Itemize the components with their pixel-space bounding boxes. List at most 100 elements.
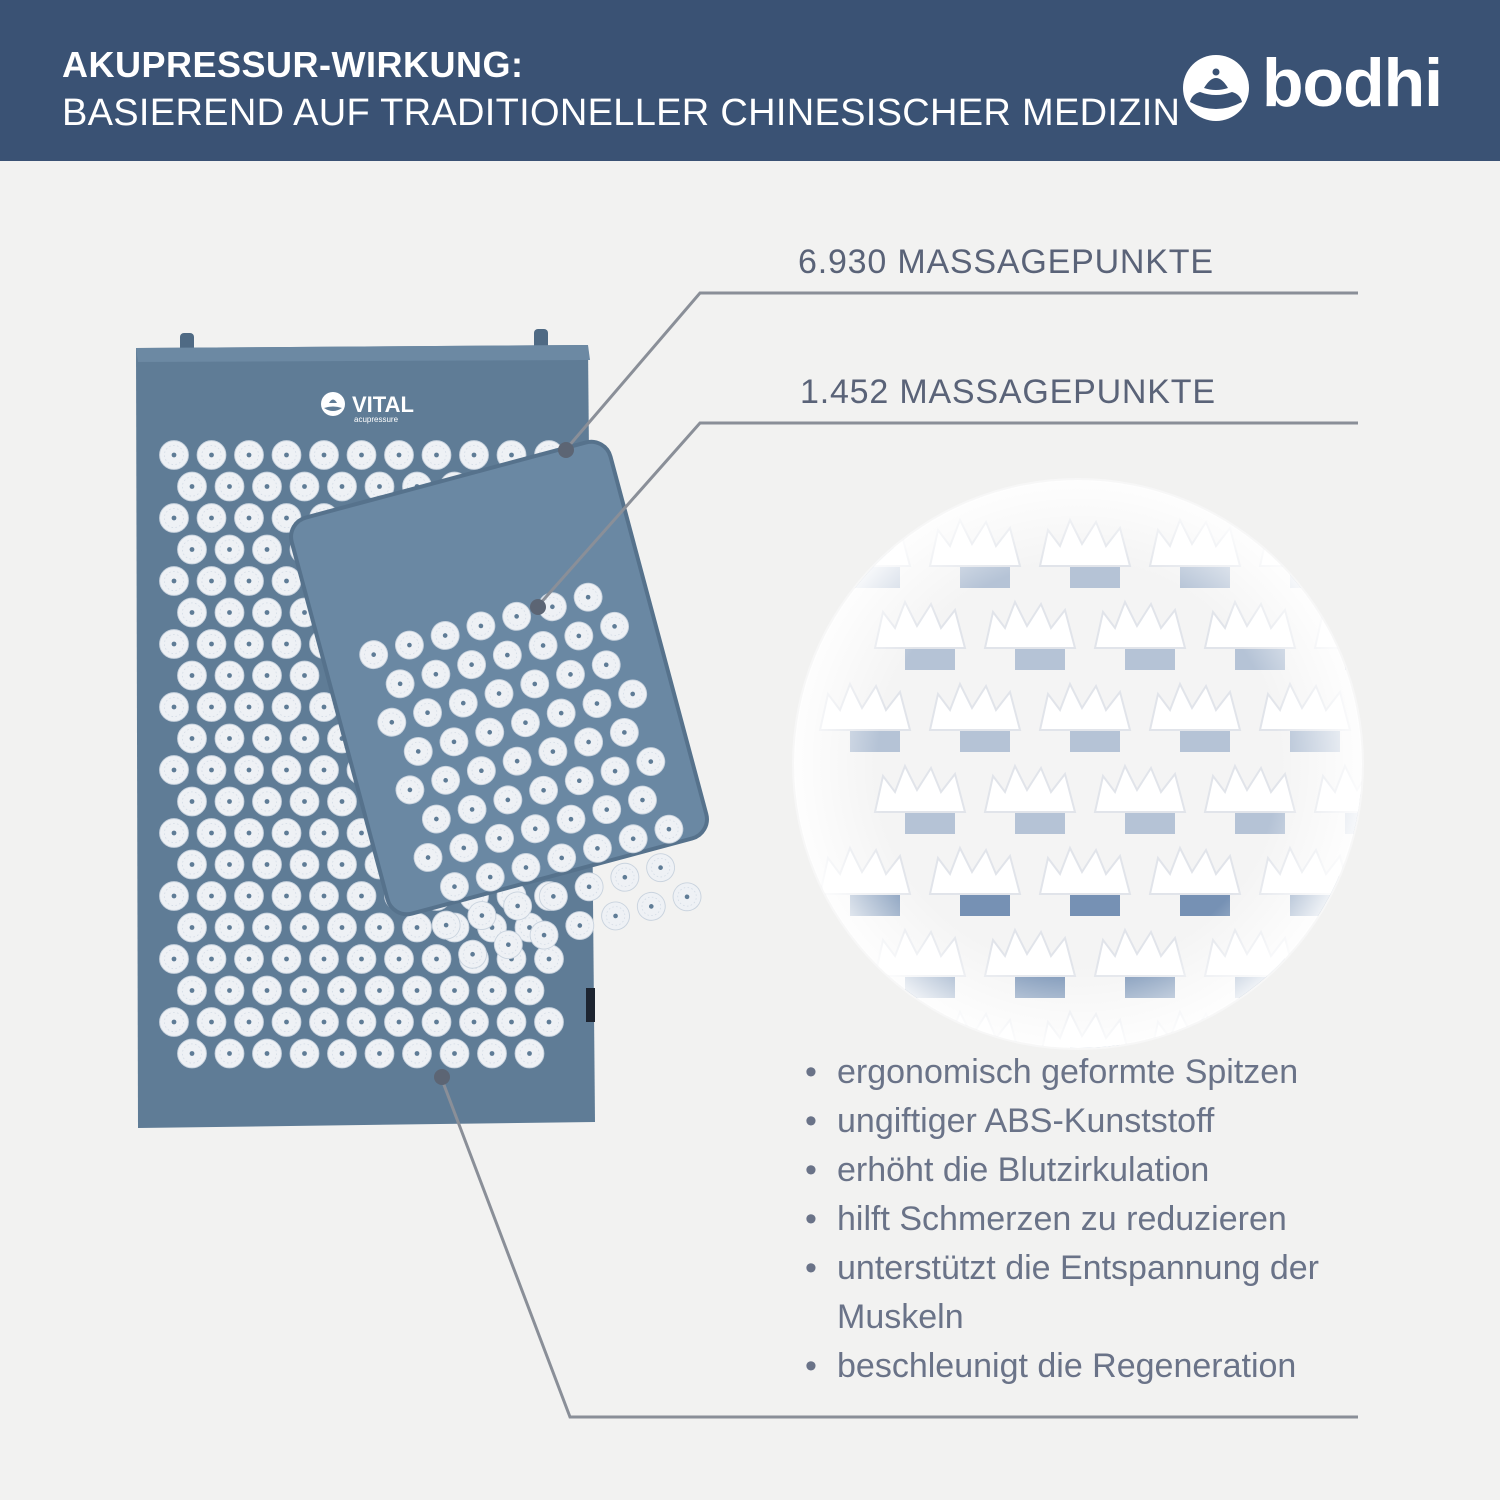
mat-spike <box>309 755 339 785</box>
mat-spike <box>271 566 302 596</box>
mat-spike <box>252 660 282 691</box>
mat-spike <box>159 503 189 533</box>
mat-spike <box>402 912 432 943</box>
pillow-spike <box>669 879 705 915</box>
closeup-spike <box>1370 1012 1460 1058</box>
mat-spike <box>534 944 564 974</box>
mat-spike <box>271 818 302 848</box>
mat-spike <box>459 1007 489 1037</box>
mat-spike <box>177 786 207 817</box>
mat-spike <box>196 566 227 596</box>
spike-closeup <box>792 478 1500 1080</box>
mat-spike <box>271 1007 302 1037</box>
header-bar: AKUPRESSUR-WIRKUNG: BASIEREND AUF TRADIT… <box>0 0 1500 161</box>
mat-spike <box>159 692 189 722</box>
mat-spike <box>159 755 189 785</box>
mat-spike <box>439 975 470 1006</box>
mat-spike <box>327 975 357 1006</box>
mat-spike <box>309 944 339 974</box>
mat-spike <box>364 975 395 1006</box>
mat-spike <box>252 723 282 754</box>
mat-spike <box>177 597 207 628</box>
mat-spike <box>346 440 377 470</box>
mat-spike <box>159 1007 189 1037</box>
page-subtitle: BASIEREND AUF TRADITIONELLER CHINESISCHE… <box>62 92 1181 134</box>
mat-spike <box>214 849 245 880</box>
mat-spike <box>496 1007 527 1037</box>
vital-logo: VITAL acupressure <box>321 392 414 424</box>
mat-spike <box>196 692 227 722</box>
mat-spike <box>309 1007 339 1037</box>
feature-item: ungiftiger ABS-Kunststoff <box>805 1097 1365 1146</box>
mat-spike <box>384 1007 414 1037</box>
mat-spike <box>327 786 357 817</box>
mat-spike <box>234 818 264 848</box>
feature-item: ergonomisch geformte Spitzen <box>805 1048 1365 1097</box>
mat-spike <box>214 597 245 628</box>
mat-spike <box>252 597 282 628</box>
mat-spike <box>384 944 414 974</box>
vital-logo-icon <box>321 392 345 416</box>
mat-spike <box>252 534 282 565</box>
mat-spike <box>196 944 227 974</box>
mat-spike <box>159 566 189 596</box>
mat-spike <box>439 1038 470 1069</box>
mat-spike <box>177 975 207 1006</box>
bodhi-logo-icon <box>1183 55 1249 121</box>
mat-spike <box>309 818 339 848</box>
mat-spike <box>177 849 207 880</box>
closeup-spike <box>1480 848 1500 894</box>
callout-line-mat <box>566 291 1358 448</box>
mat-spike <box>477 1038 507 1069</box>
closeup-fabric-patch <box>1400 548 1450 588</box>
mat-spike <box>289 1038 320 1069</box>
mat-spike <box>289 786 320 817</box>
mat-spike <box>309 881 339 911</box>
mat-spike <box>346 944 377 974</box>
mat-spike <box>159 944 189 974</box>
vital-logo-text: VITAL <box>352 392 414 417</box>
callout-dots <box>434 442 574 1085</box>
mat-spike <box>364 1038 395 1069</box>
mat-spike <box>289 660 320 691</box>
mat-spike <box>214 534 245 565</box>
mat-spike <box>214 786 245 817</box>
mat-spike <box>327 1038 357 1069</box>
closeup-fabric-patch <box>1345 630 1362 670</box>
mat-spike <box>177 1038 207 1069</box>
mat-spike <box>477 975 507 1006</box>
mat-spike <box>271 440 302 470</box>
feature-list: ergonomisch geformte Spitzen ungiftiger … <box>805 1048 1365 1391</box>
mat-spike <box>421 440 452 470</box>
closeup-spike <box>1480 1012 1500 1058</box>
mat-spike <box>252 975 282 1006</box>
mat-spike <box>159 440 189 470</box>
mat-spike <box>384 440 414 470</box>
closeup-spike <box>1370 520 1460 566</box>
page-title: AKUPRESSUR-WIRKUNG: <box>62 44 524 85</box>
callout-line-features <box>439 1076 1358 1419</box>
mat-spike <box>234 566 264 596</box>
mat-spike <box>196 440 227 470</box>
feature-item: erhöht die Blutzirkulation <box>805 1146 1365 1195</box>
mat-spike <box>421 944 452 974</box>
mat-spike <box>327 912 357 943</box>
brand-name: bodhi <box>1262 45 1443 121</box>
mat-spike <box>214 660 245 691</box>
mat-spike <box>234 881 264 911</box>
mat-spike <box>459 440 489 470</box>
mat-spike <box>159 818 189 848</box>
mat-spike <box>289 849 320 880</box>
mat-spike <box>177 534 207 565</box>
feature-item: beschleunigt die Regeneration <box>805 1342 1365 1391</box>
mat-spike <box>214 1038 245 1069</box>
mat-spike <box>327 849 357 880</box>
closeup-fabric-patch <box>1400 1040 1450 1080</box>
mat-spike <box>327 471 357 502</box>
mat-spike <box>402 975 432 1006</box>
closeup-spike <box>1313 927 1362 977</box>
mat-spike <box>252 912 282 943</box>
mat-spike <box>271 881 302 911</box>
mat-spike <box>196 881 227 911</box>
